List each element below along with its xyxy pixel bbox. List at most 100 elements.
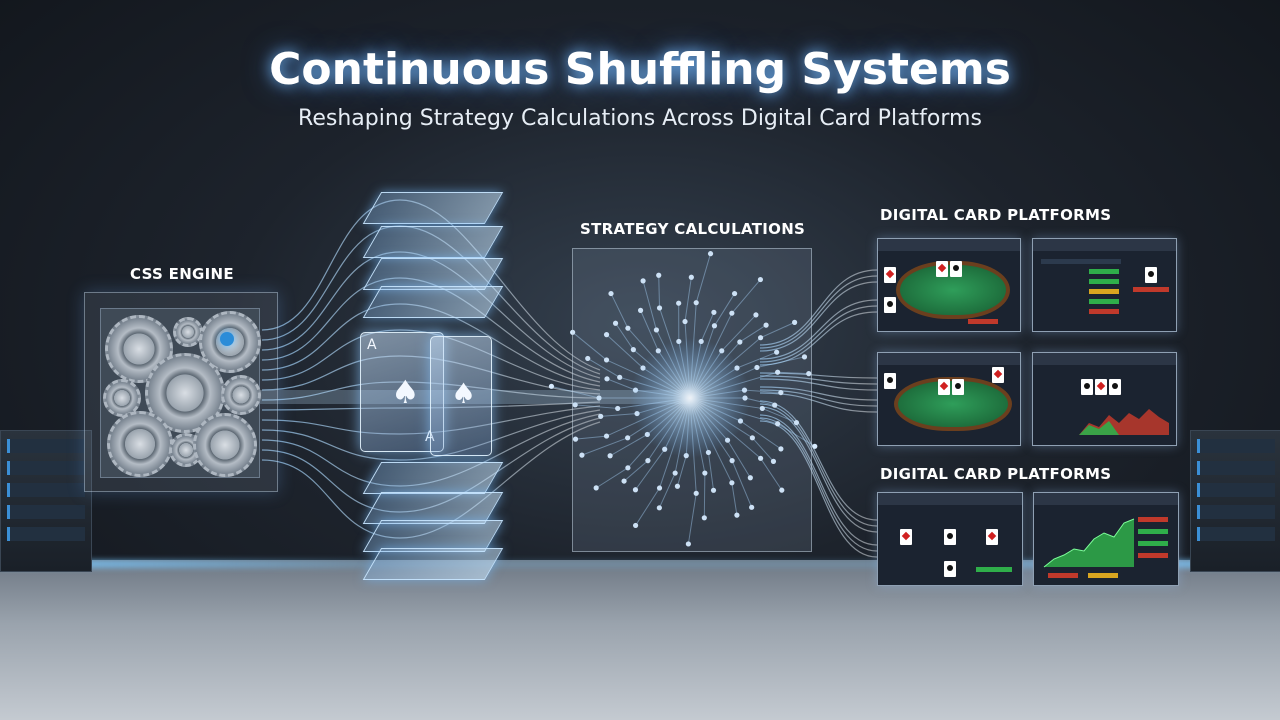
strategy-panel bbox=[572, 248, 812, 552]
network-node bbox=[612, 320, 619, 326]
network-edge bbox=[600, 413, 638, 417]
network-node bbox=[778, 389, 784, 396]
platforms-label-bottom: DIGITAL CARD PLATFORMS bbox=[880, 465, 1112, 483]
network-node bbox=[693, 490, 699, 496]
network-node bbox=[656, 505, 662, 511]
engine-label: CSS ENGINE bbox=[130, 265, 234, 283]
network-edge bbox=[642, 280, 657, 331]
hub-light-icon bbox=[220, 332, 234, 346]
network-edge bbox=[756, 356, 805, 368]
network-edge bbox=[760, 321, 795, 339]
network-node bbox=[775, 369, 781, 375]
flow-line bbox=[759, 275, 878, 349]
network-edge bbox=[744, 389, 781, 394]
network-node bbox=[596, 395, 602, 401]
network-edge bbox=[606, 334, 644, 369]
network-node bbox=[672, 470, 678, 476]
network-node bbox=[632, 487, 639, 493]
gear-icon bbox=[103, 379, 141, 417]
playing-card-icon bbox=[362, 462, 504, 494]
network-node bbox=[572, 402, 578, 408]
flow-line bbox=[759, 392, 878, 413]
gear-cluster bbox=[100, 308, 261, 478]
playing-card-icon bbox=[362, 226, 504, 258]
page-subtitle: Reshaping Strategy Calculations Across D… bbox=[298, 106, 982, 131]
network-edge bbox=[731, 279, 761, 314]
floor bbox=[0, 560, 1280, 720]
network-edge bbox=[658, 275, 661, 308]
network-node bbox=[625, 435, 631, 441]
network-node bbox=[579, 452, 585, 458]
network-edge bbox=[736, 351, 777, 369]
poker-table-screen bbox=[877, 238, 1021, 332]
growth-chart-screen bbox=[1033, 492, 1179, 586]
network-node bbox=[603, 332, 610, 338]
network-edge bbox=[635, 487, 660, 526]
server-rack-left bbox=[0, 430, 92, 572]
playing-card-icon bbox=[362, 286, 504, 318]
network-node bbox=[757, 276, 764, 283]
network-node bbox=[806, 371, 812, 377]
platforms-label-top: DIGITAL CARD PLATFORMS bbox=[880, 206, 1112, 224]
strategy-label: STRATEGY CALCULATIONS bbox=[580, 220, 806, 238]
network-edge bbox=[606, 378, 636, 391]
network-edge bbox=[687, 493, 697, 545]
network-node bbox=[812, 443, 818, 449]
network-node bbox=[572, 436, 579, 442]
network-edge bbox=[731, 482, 738, 516]
network-node bbox=[682, 318, 688, 325]
network-node bbox=[749, 504, 755, 510]
network-edge bbox=[714, 293, 736, 327]
blackjack-table-screen bbox=[877, 352, 1021, 446]
network-node bbox=[763, 322, 769, 328]
flow-line bbox=[759, 406, 878, 533]
network-edge bbox=[575, 404, 618, 409]
network-edge bbox=[721, 314, 757, 352]
network-edge bbox=[676, 455, 687, 487]
network-edge bbox=[777, 371, 809, 375]
network-node bbox=[711, 323, 718, 329]
network-edge bbox=[640, 310, 659, 352]
network-node bbox=[711, 309, 717, 315]
playing-card-icon: ♠ bbox=[430, 336, 492, 456]
growth-chart bbox=[1043, 518, 1135, 568]
network-node bbox=[774, 349, 780, 355]
network-node bbox=[729, 310, 735, 316]
network-edge bbox=[609, 434, 648, 457]
network-edge bbox=[658, 472, 676, 509]
network-node bbox=[604, 376, 610, 382]
network-node bbox=[640, 278, 646, 284]
page-title: Continuous Shuffling Systems bbox=[269, 44, 1011, 95]
network-edge bbox=[623, 460, 649, 482]
network-node bbox=[656, 305, 663, 311]
floor-glow bbox=[0, 560, 1280, 568]
network-node bbox=[685, 541, 691, 547]
playing-card-icon bbox=[362, 548, 504, 580]
server-rack-right bbox=[1190, 430, 1280, 572]
network-node bbox=[753, 312, 759, 318]
network-node bbox=[608, 290, 614, 297]
flow-line bbox=[261, 329, 601, 391]
flow-line bbox=[759, 375, 878, 385]
network-node bbox=[674, 483, 681, 489]
network-edge bbox=[572, 331, 607, 361]
flow-line bbox=[759, 299, 878, 360]
flow-line bbox=[759, 403, 878, 527]
network-edge bbox=[587, 357, 620, 378]
network-edge bbox=[551, 385, 600, 399]
flow-line bbox=[759, 281, 878, 352]
network-node bbox=[693, 300, 699, 306]
network-node bbox=[759, 405, 765, 412]
network-node bbox=[792, 319, 798, 325]
network-edge bbox=[739, 324, 767, 343]
network-node bbox=[754, 364, 760, 371]
network-node bbox=[621, 478, 627, 484]
network-edge bbox=[581, 437, 628, 456]
network-node bbox=[676, 300, 682, 306]
chart-screen bbox=[1032, 352, 1177, 446]
network-edge bbox=[684, 277, 692, 322]
network-edge bbox=[615, 322, 634, 350]
network-node bbox=[779, 487, 785, 493]
network-edge bbox=[695, 253, 712, 303]
